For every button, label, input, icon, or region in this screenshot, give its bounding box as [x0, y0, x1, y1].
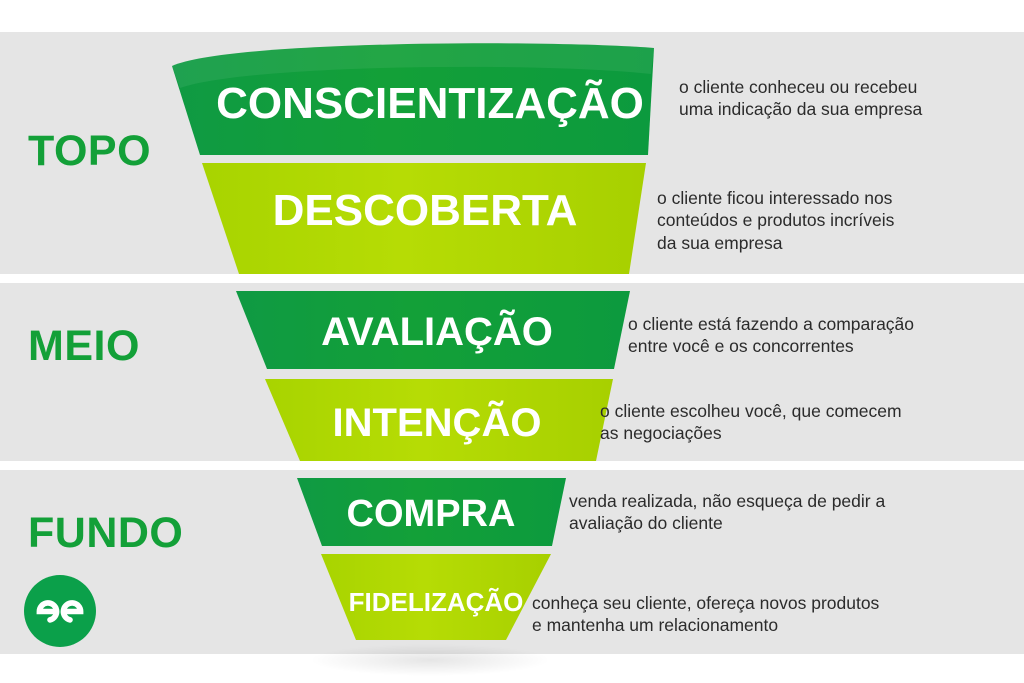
funnel-label-conscientizacao: CONSCIENTIZAÇÃO [216, 79, 644, 128]
funnel-label-intencao: INTENÇÃO [332, 401, 542, 445]
funnel-band-compra[interactable] [297, 478, 566, 546]
funnel-label-avaliacao: AVALIAÇÃO [321, 310, 553, 354]
funnel-description-avaliacao: o cliente está fazendo a comparação entr… [628, 314, 915, 357]
funnel-band-avaliacao[interactable] [236, 291, 630, 369]
funnel-band-fidelizacao[interactable] [321, 554, 551, 640]
funnel-description-compra: venda realizada, não esqueça de pedir a … [569, 491, 886, 534]
funnel-band-conscientizacao[interactable] [172, 43, 654, 155]
section-label-fundo: FUNDO [28, 509, 184, 557]
funnel-description-fidelizacao: conheça seu cliente, ofereça novos produ… [532, 593, 880, 636]
brand-logo[interactable] [24, 575, 96, 647]
section-label-meio: MEIO [28, 322, 140, 370]
funnel-description-intencao: o cliente escolheu você, que comecem as … [600, 401, 902, 444]
funnel-shadow [310, 644, 550, 676]
funnel-band-intencao[interactable] [265, 379, 613, 461]
funnel-band-descoberta[interactable] [202, 163, 646, 274]
funnel-label-fidelizacao: FIDELIZAÇÃO [348, 587, 524, 617]
section-label-topo: TOPO [28, 127, 152, 175]
ee-logo-icon [36, 600, 84, 623]
funnel-label-compra: COMPRA [346, 493, 516, 535]
funnel-label-descoberta: DESCOBERTA [272, 186, 578, 235]
funnel-description-descoberta: o cliente ficou interessado nos conteúdo… [657, 188, 895, 253]
funnel-description-conscientizacao: o cliente conheceu ou recebeu uma indica… [679, 77, 923, 120]
